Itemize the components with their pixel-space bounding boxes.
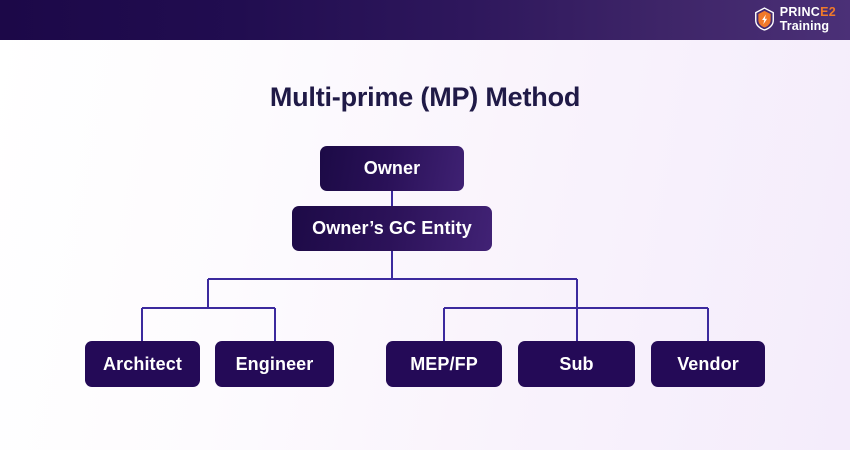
- logo-text-e2: E2: [820, 5, 836, 19]
- logo-line-prince2: PRINCE2: [780, 6, 836, 19]
- header-bar: PRINCE2 Training: [0, 0, 850, 40]
- prince2-training-logo[interactable]: PRINCE2 Training: [754, 6, 836, 32]
- node-engineer[interactable]: Engineer: [215, 341, 334, 387]
- node-owner[interactable]: Owner: [320, 146, 464, 191]
- logo-text-training: Training: [779, 18, 830, 33]
- node-architect[interactable]: Architect: [85, 341, 200, 387]
- shield-logo-icon: [754, 7, 774, 31]
- node-mepfp-label: MEP/FP: [410, 353, 478, 374]
- page-title: Multi-prime (MP) Method: [269, 82, 581, 112]
- node-engineer-label: Engineer: [235, 353, 314, 374]
- node-architect-label: Architect: [103, 353, 182, 374]
- node-vendor-label: Vendor: [677, 353, 739, 374]
- node-vendor[interactable]: Vendor: [651, 341, 765, 387]
- node-sub-label: Sub: [559, 353, 594, 374]
- node-gc-label: Owner’s GC Entity: [312, 218, 472, 238]
- node-sub[interactable]: Sub: [518, 341, 635, 387]
- logo-text-prince: PRINC: [779, 5, 821, 19]
- node-owner-label: Owner: [363, 158, 421, 178]
- node-owners-gc-entity[interactable]: Owner’s GC Entity: [292, 206, 492, 251]
- logo-wordmark: PRINCE2 Training: [780, 6, 836, 32]
- node-mep-fp[interactable]: MEP/FP: [386, 341, 502, 387]
